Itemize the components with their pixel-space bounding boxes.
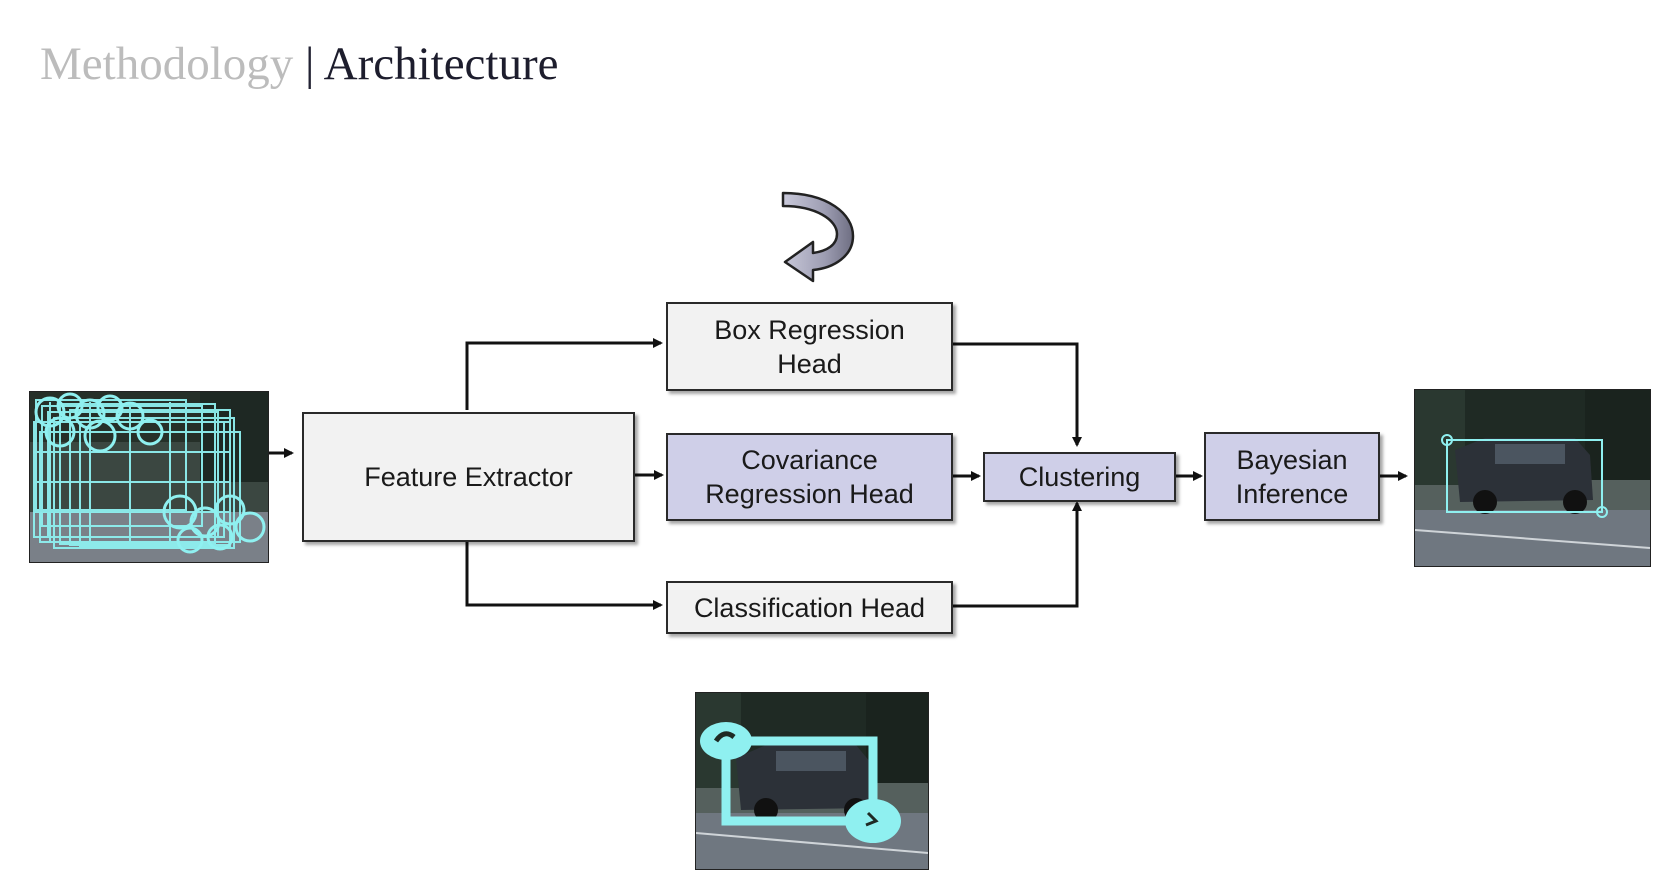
page-title: Architecture (323, 38, 559, 90)
feature-extractor-box: Feature Extractor (302, 412, 635, 542)
arrow-extractor-to-classification-head (465, 537, 663, 610)
title-separator: | (305, 38, 315, 90)
clustering-label: Clustering (1018, 462, 1141, 492)
arrow-box-head-to-clustering (950, 342, 1082, 447)
box-regression-head-line1: Box Regression (714, 314, 905, 345)
slide-title: Methodology | Architecture (40, 34, 559, 94)
input-detections-image (29, 391, 269, 563)
covariance-regression-head-line1: Covariance (741, 445, 878, 475)
covariance-regression-head-line2: Regression Head (705, 479, 914, 509)
example-detection-image (695, 692, 929, 870)
bayesian-inference-box: Bayesian Inference (1204, 432, 1380, 521)
arrow-classification-head-to-clustering (950, 501, 1082, 608)
clustering-box: Clustering (983, 452, 1176, 502)
box-regression-head-line2: Head (777, 348, 842, 379)
feature-extractor-label: Feature Extractor (364, 462, 573, 492)
covariance-regression-head-box: Covariance Regression Head (666, 433, 953, 521)
section-label: Methodology (40, 38, 294, 90)
bayesian-inference-line2: Inference (1235, 478, 1349, 509)
curved-return-arrow-icon (781, 191, 855, 283)
classification-head-box: Classification Head (666, 581, 953, 634)
arrow-extractor-to-box-head (465, 338, 663, 410)
bayesian-inference-line1: Bayesian (1236, 444, 1348, 475)
output-detection-image (1414, 389, 1651, 567)
classification-head-label: Classification Head (693, 592, 926, 623)
box-regression-head-box: Box Regression Head (666, 302, 953, 391)
